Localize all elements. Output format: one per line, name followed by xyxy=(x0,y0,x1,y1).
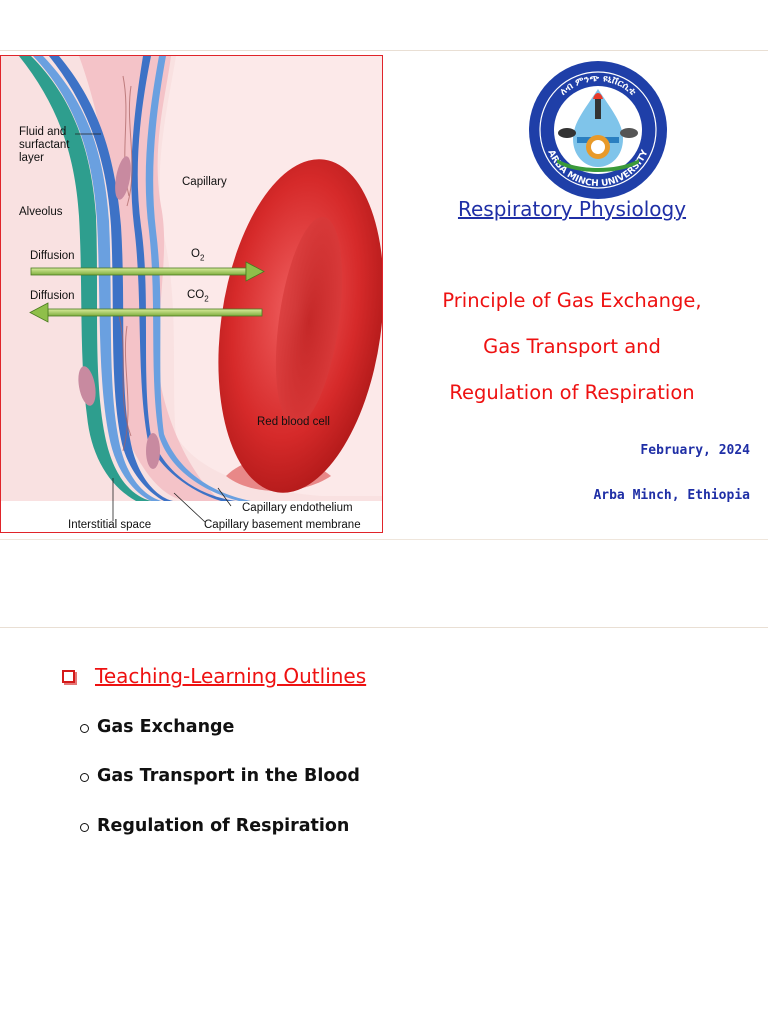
o2-label-subscript: 2 xyxy=(199,253,205,263)
outline-slide: Teaching-Learning Outlines Gas Exchange … xyxy=(0,627,768,1025)
respiratory-membrane-illustration xyxy=(1,56,382,532)
circle-bullet-icon xyxy=(80,724,89,733)
circle-bullet-icon xyxy=(80,773,89,782)
o2-label-base: O xyxy=(191,248,200,260)
outline-item: Gas Exchange xyxy=(80,717,234,737)
interstitial-space-label: Interstitial space xyxy=(68,519,152,531)
capillary-endothelium-label: Capillary endothelium xyxy=(242,502,353,514)
o2-diffusion-arrow xyxy=(30,261,265,282)
presentation-location: Arba Minch, Ethiopia xyxy=(593,488,750,503)
gas-exchange-figure: Fluid and surfactant layer Alveolus Capi… xyxy=(0,55,383,533)
co2-label-subscript: 2 xyxy=(204,294,209,304)
alveolus-label: Alveolus xyxy=(19,206,63,218)
capillary-label: Capillary xyxy=(182,176,227,188)
outline-heading: Teaching-Learning Outlines xyxy=(62,664,366,688)
outline-item-text: Gas Exchange xyxy=(97,717,235,737)
capillary-basement-membrane-label: Capillary basement membrane xyxy=(204,519,361,531)
outline-item-text: Gas Transport in the Blood xyxy=(97,766,360,786)
fluid-surfactant-layer-label: Fluid and surfactant layer xyxy=(19,126,70,164)
co2-diffusion-arrow xyxy=(29,302,263,323)
co2-label: CO2 xyxy=(187,289,209,305)
checkbox-bullet-icon xyxy=(62,669,77,685)
arba-minch-university-logo: ለብ ምንጭ ዩኒቨርሲቲ ARBA MINCH UNIVERSITY xyxy=(529,61,667,199)
diffusion-label-co2: Diffusion xyxy=(30,290,75,302)
red-blood-cell-label: Red blood cell xyxy=(257,416,330,428)
course-title: Respiratory Physiology xyxy=(457,197,687,221)
presentation-date: February, 2024 xyxy=(640,443,750,458)
outline-heading-text: Teaching-Learning Outlines xyxy=(95,664,367,688)
outline-item: Regulation of Respiration xyxy=(80,816,349,836)
subtitle-line-1: Principle of Gas Exchange, xyxy=(442,289,702,312)
subtitle-line-3: Regulation of Respiration xyxy=(449,381,695,404)
o2-label: O2 xyxy=(191,248,204,264)
subtitle-line-2: Gas Transport and xyxy=(483,335,661,358)
outline-item-text: Regulation of Respiration xyxy=(97,816,350,836)
title-slide: Fluid and surfactant layer Alveolus Capi… xyxy=(0,50,768,540)
co2-label-base: CO xyxy=(187,289,205,301)
outline-item: Gas Transport in the Blood xyxy=(80,766,360,786)
diffusion-label-o2: Diffusion xyxy=(30,250,75,262)
circle-bullet-icon xyxy=(80,823,89,832)
